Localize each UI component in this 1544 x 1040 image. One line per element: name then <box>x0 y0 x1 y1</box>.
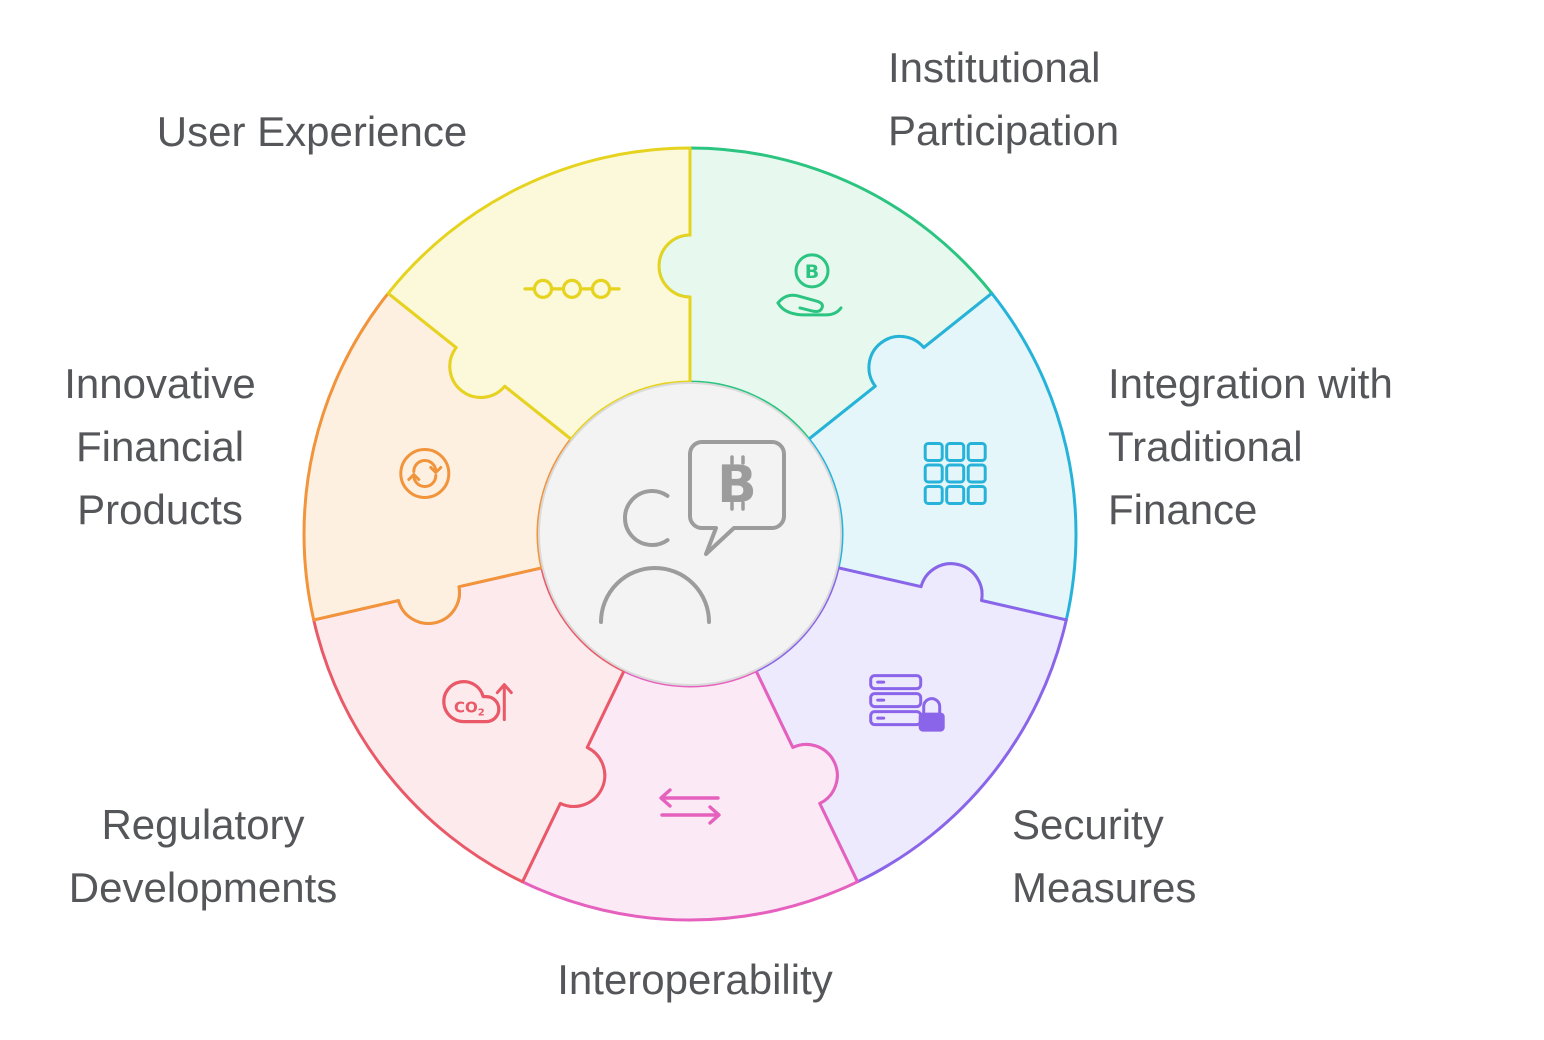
label-institutional-participation: Institutional Participation <box>888 44 1120 154</box>
center-circle <box>538 382 842 686</box>
speech-bubble <box>688 440 786 556</box>
label-regulatory-developments: Regulatory Developments <box>68 801 338 911</box>
puzzle-segments <box>302 146 1078 922</box>
person-shoulders <box>599 566 711 624</box>
bitcoin-discussion-icon: B <box>599 440 786 624</box>
label-user-experience: User Experience <box>156 108 468 155</box>
label-interoperability: Interoperability <box>557 956 833 1003</box>
label-integration-with-traditional-finance: Integration with Traditional Finance <box>1108 360 1393 533</box>
label-innovative-financial-products: Innovative Financial Products <box>64 360 256 533</box>
label-security-measures: Security Measures <box>1012 801 1197 911</box>
person-head <box>622 489 670 547</box>
bitcoin-symbol: B <box>717 455 757 515</box>
